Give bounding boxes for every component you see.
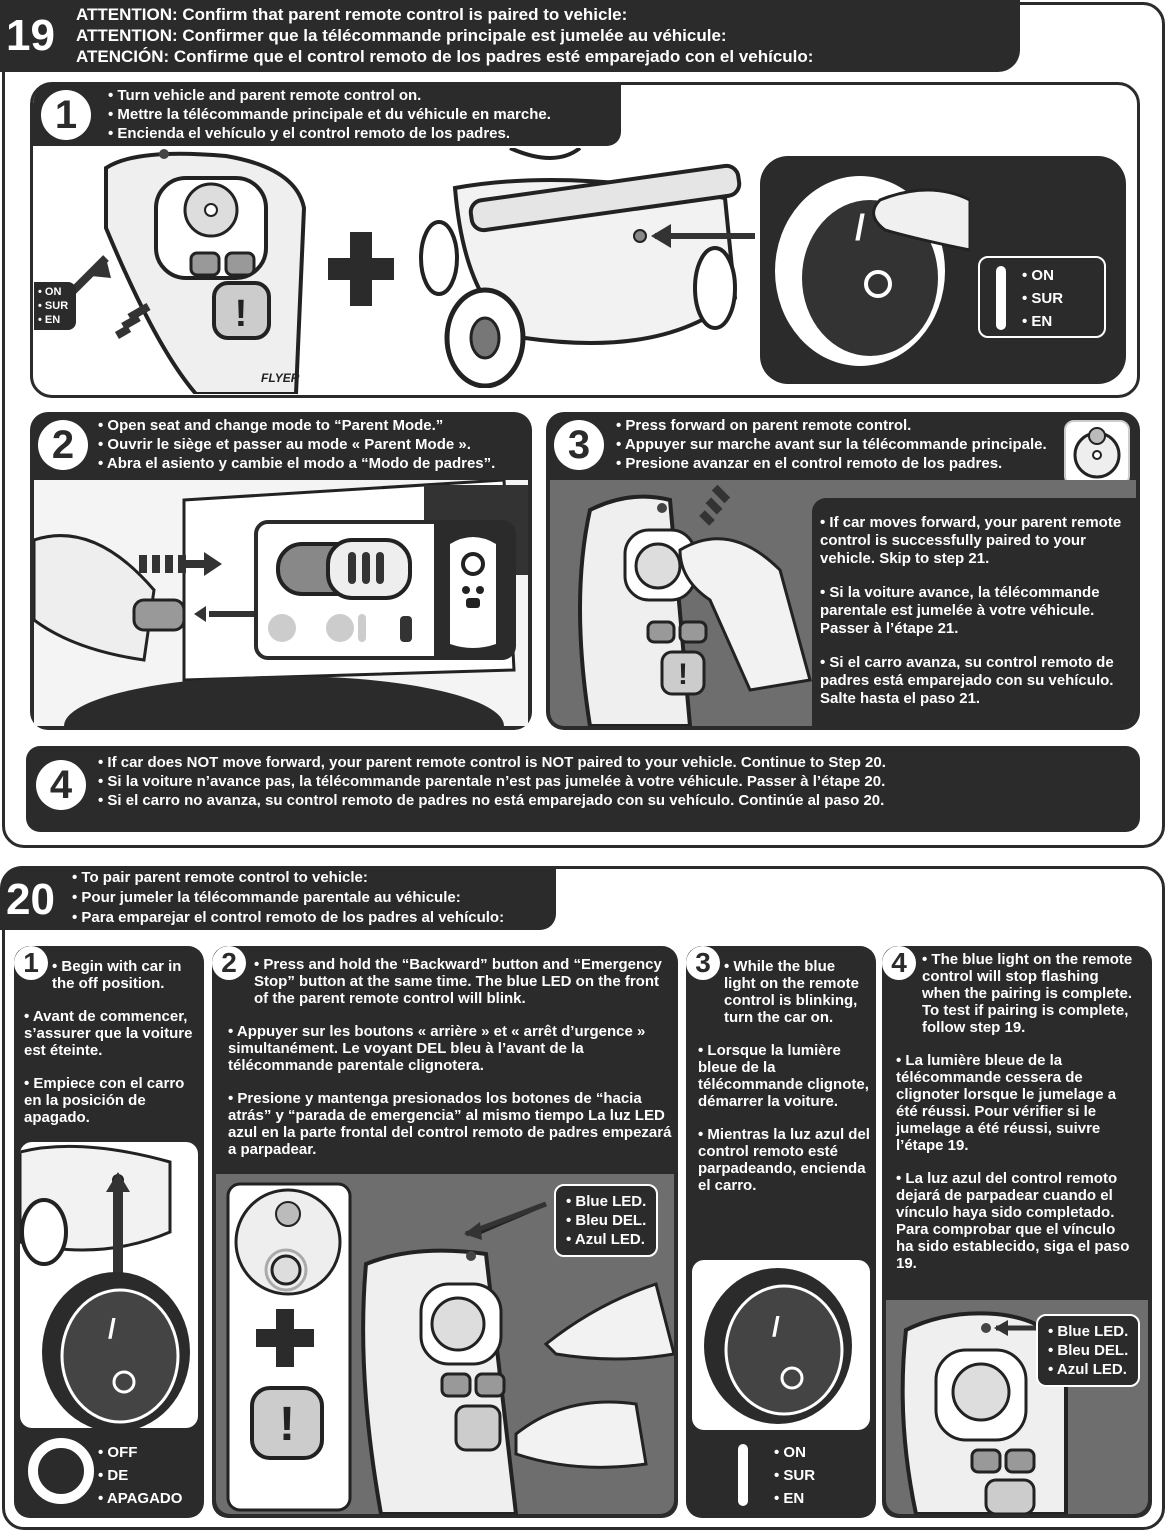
s19-step3-result: • If car moves forward, your parent remo… xyxy=(812,498,1136,726)
s20-step1-para-es: • Empiece con el carro en la posición de… xyxy=(24,1075,185,1126)
section-19-number: 19 xyxy=(6,11,55,60)
svg-text:/: / xyxy=(772,1311,780,1342)
vehicle-illustration xyxy=(419,148,755,388)
s19-step1-caption: 1 • Turn vehicle and parent remote contr… xyxy=(33,84,621,146)
remote-brand: FLYER xyxy=(261,371,300,385)
s20-step4-led-es: • Azul LED. xyxy=(1048,1361,1127,1378)
s20-step2-para-fr: • Appuyer sur les boutons « arrière » et… xyxy=(228,1023,646,1074)
mode-switch-detail xyxy=(254,520,516,660)
rocker-label-en: • EN xyxy=(1022,313,1053,330)
svg-text:!: ! xyxy=(678,658,688,691)
s20-on-label-en: • ON xyxy=(774,1444,806,1461)
s19-step4-box: 4 • If car does NOT move forward, your p… xyxy=(26,746,1140,832)
s20-step2-number: 2 xyxy=(212,946,246,980)
s20-step1-image: / xyxy=(20,1142,198,1428)
svg-text:/: / xyxy=(855,207,865,248)
s19-step1-line-es: • Encienda el vehículo y el control remo… xyxy=(108,125,511,142)
s20-step1-para-fr: • Avant de commencer, s’assurer que la v… xyxy=(24,1008,193,1059)
rocker-label-sur: • SUR xyxy=(1022,290,1064,307)
s19-step2-line-es: • Abra el asiento y cambie el modo a “Mo… xyxy=(98,455,496,472)
s19-step4-line-en: • If car does NOT move forward, your par… xyxy=(98,754,886,771)
s19-step2-number: 2 xyxy=(38,420,88,470)
s20-step4-led-fr: • Bleu DEL. xyxy=(1048,1342,1129,1359)
s19-step3-line-fr: • Appuyer sur marche avant sur la téléco… xyxy=(616,436,1047,453)
svg-text:!: ! xyxy=(279,1398,295,1451)
s20-step1-number: 1 xyxy=(14,946,48,980)
s19-step3-line-es: • Presione avanzar en el control remoto … xyxy=(616,455,1003,472)
s20-header-es: • Para emparejar el control remoto de lo… xyxy=(72,909,505,926)
s20-step4-para-es: • La luz azul del control remoto dejará … xyxy=(896,1170,1130,1272)
s20-step2-para-en: • Press and hold the “Backward” button a… xyxy=(254,956,662,1007)
s20-header-en: • To pair parent remote control to vehic… xyxy=(72,869,368,886)
s19-step2-line-en: • Open seat and change mode to “Parent M… xyxy=(98,417,444,434)
s20-step4-led-en: • Blue LED. xyxy=(1048,1323,1129,1340)
s20-on-label-fr: • SUR xyxy=(774,1467,816,1484)
led-label-en: • Blue LED. xyxy=(566,1193,647,1210)
off-indicator-ring xyxy=(28,1438,94,1504)
s19-step4-line-fr: • Si la voiture n’avance pas, la télécom… xyxy=(98,773,886,790)
s20-step1-para-en: • Begin with car in the off position. xyxy=(52,958,182,992)
s20-step2-para-es: • Presione y mantenga presionados los bo… xyxy=(228,1090,672,1158)
on-indicator-bar xyxy=(996,266,1006,330)
s20-step3-para-es: • Mientras la luz azul del control remot… xyxy=(698,1126,870,1194)
s19-step4-line-es: • Si el carro no avanza, su control remo… xyxy=(98,792,885,809)
s20-step4-para-fr: • La lumière bleue de la télécommande ce… xyxy=(896,1052,1117,1154)
header-line-es: ATENCIÓN: Confirme que el control remoto… xyxy=(76,47,814,66)
section-20-header: 20 • To pair parent remote control to ve… xyxy=(0,866,556,930)
s19-step2-line-fr: • Ouvrir le siège et passer au mode « Pa… xyxy=(98,436,471,453)
s20-step4-led-label: • Blue LED. • Bleu DEL. • Azul LED. xyxy=(1036,1314,1140,1387)
s20-step4-para-en: • The blue light on the remote control w… xyxy=(922,951,1133,1036)
s20-step3-para-en: • While the blue light on the remote con… xyxy=(724,958,859,1026)
s20-on-label-es: • EN xyxy=(774,1490,805,1507)
s19-step4-number: 4 xyxy=(36,760,86,810)
s19-step1-line-en: • Turn vehicle and parent remote control… xyxy=(108,87,422,104)
s19-result-fr: • Si la voiture avance, la télécommande … xyxy=(820,584,1100,637)
s20-step3-on-bar xyxy=(738,1444,748,1506)
remote-switch-label: • ON • SUR • EN xyxy=(34,282,76,330)
led-label-es: • Azul LED. xyxy=(566,1231,645,1248)
s19-step3-line-en: • Press forward on parent remote control… xyxy=(616,417,912,434)
forward-button-thumbnail xyxy=(1064,420,1130,486)
s20-step2-led-label: • Blue LED. • Bleu DEL. • Azul LED. xyxy=(554,1184,658,1257)
off-label-fr: • DE xyxy=(98,1467,129,1484)
s19-result-en: • If car moves forward, your parent remo… xyxy=(820,514,1122,567)
s20-step3-number: 3 xyxy=(686,946,720,980)
plus-icon xyxy=(328,232,394,306)
header-line-fr: ATTENTION: Confirmer que la télécommande… xyxy=(76,26,727,45)
section-19-header-text: ATTENTION: Confirm that parent remote co… xyxy=(76,4,813,67)
s20-header-fr: • Pour jumeler la télécommande parentale… xyxy=(72,889,461,906)
off-label-en: • OFF xyxy=(98,1444,138,1461)
s20-step4-number: 4 xyxy=(882,946,916,980)
rocker-switch-illustration: / xyxy=(775,176,970,366)
led-label-fr: • Bleu DEL. xyxy=(566,1212,647,1229)
s19-step1-number: 1 xyxy=(41,90,91,140)
s20-step3-para-fr: • Lorsque la lumière bleue de la télécom… xyxy=(698,1042,869,1110)
s20-step4-image xyxy=(886,1300,1148,1514)
rocker-on-labels-box: • ON • SUR • EN xyxy=(978,256,1106,338)
header-line-en: ATTENTION: Confirm that parent remote co… xyxy=(76,5,628,24)
s19-step1-line-fr: • Mettre la télécommande principale et d… xyxy=(108,106,551,123)
svg-text:!: ! xyxy=(235,293,248,335)
rocker-label-on: • ON xyxy=(1022,267,1054,284)
remote-control-illustration: ! FLYER xyxy=(63,149,307,394)
s19-result-es: • Si el carro avanza, su control remoto … xyxy=(820,654,1114,707)
section-20-number: 20 xyxy=(6,875,55,924)
section-19-header: 19 ATTENTION: Confirm that parent remote… xyxy=(0,0,1020,72)
svg-text:/: / xyxy=(108,1313,116,1344)
s20-step3-image: / xyxy=(692,1260,870,1430)
off-label-es: • APAGADO xyxy=(98,1490,183,1507)
s19-step3-number: 3 xyxy=(554,420,604,470)
